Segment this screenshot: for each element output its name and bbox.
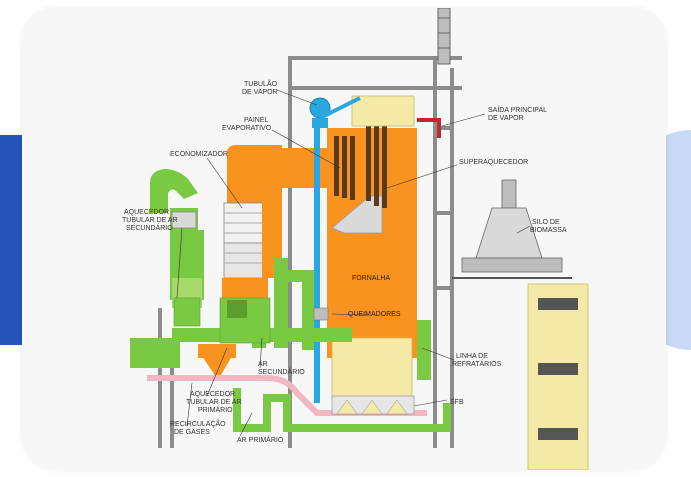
- label-aquec-prim-2: TUBULAR DE AR: [186, 399, 242, 406]
- sfb-grate: [331, 395, 415, 415]
- label-ar-sec-2: SECUNDÁRIO: [258, 367, 305, 376]
- label-queimadores: QUEIMADORES: [348, 311, 401, 318]
- biomass-silo: [452, 179, 572, 279]
- diagram-card: TUBULÃO DE VAPOR SAÍDA PRINCIPAL DE VAPO…: [22, 8, 666, 470]
- superheater: [366, 126, 387, 208]
- label-silo-2: BIOMASSA: [530, 227, 567, 234]
- steam-drum: [309, 97, 331, 128]
- label-ar-primario: AR PRIMÁRIO: [237, 435, 284, 444]
- label-aquec-prim-1: AQUECEDOR: [190, 391, 235, 398]
- downcomer-pipe: [314, 128, 320, 403]
- label-saida-1: SAÍDA PRINCIPAL: [488, 105, 547, 114]
- label-tubulao-1: TUBULÃO: [244, 79, 278, 88]
- label-saida-2: DE VAPOR: [488, 115, 524, 122]
- label-aquec-sec-3: SECUNDÁRIO: [126, 223, 173, 232]
- side-building: [527, 283, 589, 470]
- label-sfb: SFB: [450, 399, 464, 406]
- furnace: [327, 128, 417, 399]
- label-linha-1: LINHA DE: [456, 353, 488, 360]
- penthouse: [351, 95, 415, 127]
- label-linha-2: REFRATÁRIOS: [452, 359, 502, 368]
- label-superaquecedor: SUPERAQUECEDOR: [459, 159, 528, 166]
- label-recirc-1: RECIRCULAÇÃO: [170, 419, 226, 428]
- label-ar-sec-1: AR: [258, 361, 268, 368]
- burner: [313, 307, 329, 321]
- label-fornalha: FORNALHA: [352, 275, 390, 282]
- label-aquec-prim-3: PRIMÁRIO: [198, 405, 233, 414]
- label-tubulao-2: DE VAPOR: [242, 89, 278, 96]
- primary-air-duct: [233, 388, 451, 432]
- label-silo-1: SILO DE: [532, 219, 560, 226]
- label-aquec-sec-1: AQUECEDOR: [124, 209, 169, 216]
- label-aquec-sec-2: TUBULAR DE AR: [122, 217, 178, 224]
- secondary-air-heater: [150, 169, 204, 327]
- main-steam-outlet-pipe: [417, 118, 441, 138]
- primary-air-heater: [198, 297, 271, 380]
- label-economizador: ECONOMIZADOR: [170, 151, 228, 158]
- label-recirc-2: DE GASES: [174, 429, 210, 436]
- label-painel-1: PAINEL: [244, 117, 268, 124]
- label-painel-2: EVAPORATIVO: [222, 125, 272, 132]
- evaporative-panel: [334, 136, 355, 200]
- chimney: [437, 8, 451, 65]
- boiler-diagram: TUBULÃO DE VAPOR SAÍDA PRINCIPAL DE VAPO…: [122, 8, 589, 470]
- leader-lines: [176, 89, 531, 437]
- gas-recirculation-duct: [147, 375, 427, 416]
